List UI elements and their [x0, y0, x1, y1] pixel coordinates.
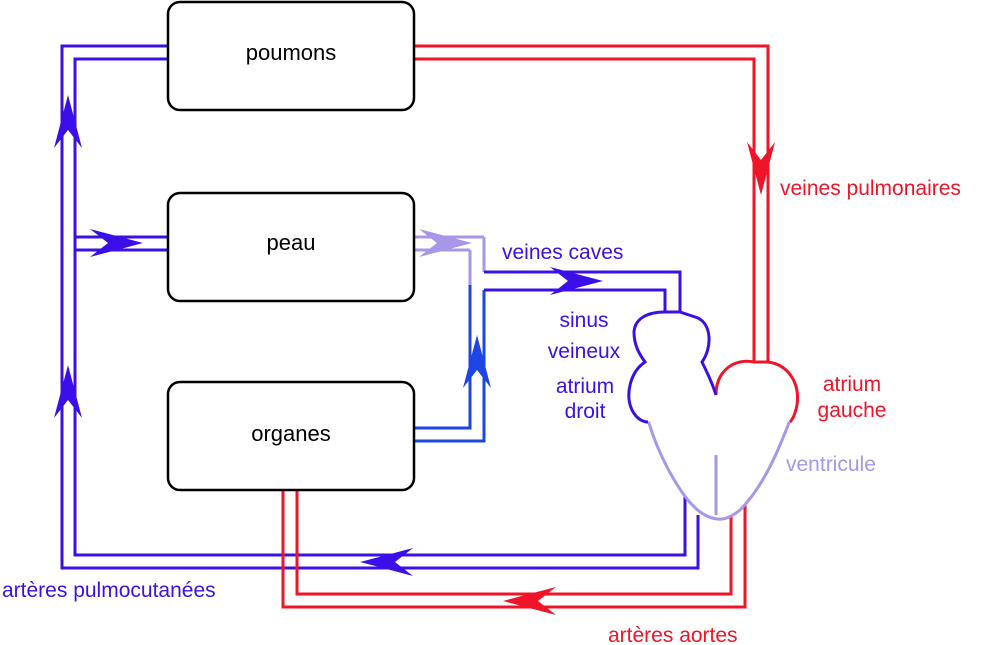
pulmocutaneous-vessel	[60, 44, 700, 570]
arrow-right-icon	[90, 229, 143, 257]
left-atrium-label-line1: atrium	[823, 373, 881, 396]
arrow-up-icon	[54, 95, 82, 148]
arrow-left-icon	[360, 548, 413, 576]
lungs-box	[166, 0, 416, 112]
right-atrium-label-line2: droit	[565, 400, 606, 423]
lungs-label: poumons	[246, 40, 337, 65]
organs-box	[166, 380, 416, 492]
organs-label: organes	[251, 421, 331, 446]
sinus-label-line1: sinus	[559, 309, 608, 332]
ventricle-label: ventricule	[786, 453, 876, 476]
aortic-vessel	[281, 490, 747, 609]
arrow-down-icon	[747, 142, 775, 195]
vena-cava-vessel	[414, 285, 486, 443]
arrow-right-icon	[419, 229, 472, 257]
left-atrium-outline	[714, 359, 800, 424]
right-atrium-outline	[627, 310, 718, 424]
vena-cava-to-sinus	[484, 270, 682, 312]
arrow-right-icon	[550, 267, 603, 295]
sinus-label-line2: veineux	[548, 340, 621, 363]
aortic-arteries-label: artères aortes	[608, 624, 738, 645]
heart	[627, 310, 800, 521]
pulmonary-vein-vessel	[414, 44, 770, 362]
arrow-left-icon	[503, 587, 556, 615]
arrow-up-icon	[463, 335, 491, 388]
right-atrium-label-line1: atrium	[556, 375, 614, 398]
ventricle-outline	[646, 419, 792, 521]
skin-label: peau	[267, 230, 316, 255]
pulmocutaneous-arteries-label: artères pulmocutanées	[2, 579, 216, 602]
pulmonary-veins-label: veines pulmonaires	[780, 177, 961, 200]
venae-cavae-label: veines caves	[502, 241, 623, 264]
skin-box	[166, 191, 416, 303]
arrow-up-icon	[54, 365, 82, 418]
left-atrium-label-line2: gauche	[818, 399, 887, 422]
